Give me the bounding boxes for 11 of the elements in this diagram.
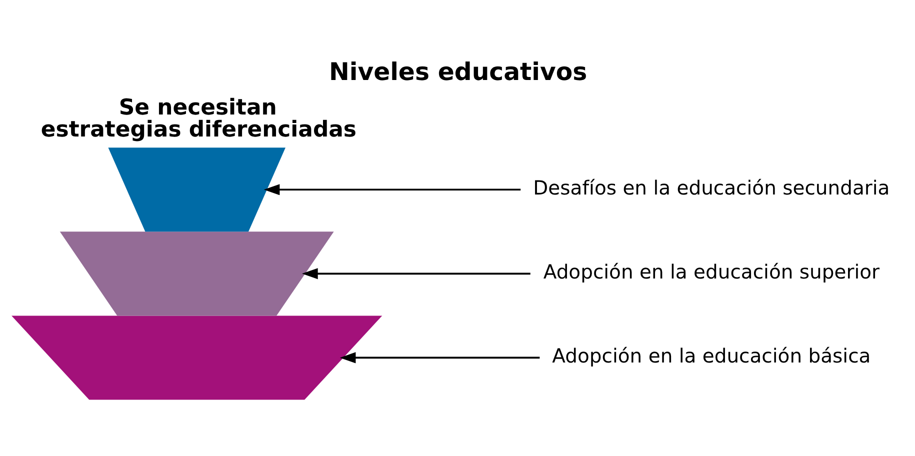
arrow: [264, 184, 521, 196]
node-trapezoid: [60, 232, 334, 316]
node-trapezoid: [12, 316, 382, 400]
node-text: Desafíos en la educación secundaria: [533, 176, 890, 200]
arrow: [302, 268, 530, 280]
caption: Se necesitan estrategias diferenciadas: [40, 96, 356, 143]
diagram-title: Niveles educativos: [329, 57, 588, 86]
node-text: Adopción en la educación superior: [543, 260, 880, 284]
arrow: [340, 352, 540, 364]
node-trapezoid: [108, 148, 286, 232]
node-text: Adopción en la educación básica: [552, 344, 871, 368]
